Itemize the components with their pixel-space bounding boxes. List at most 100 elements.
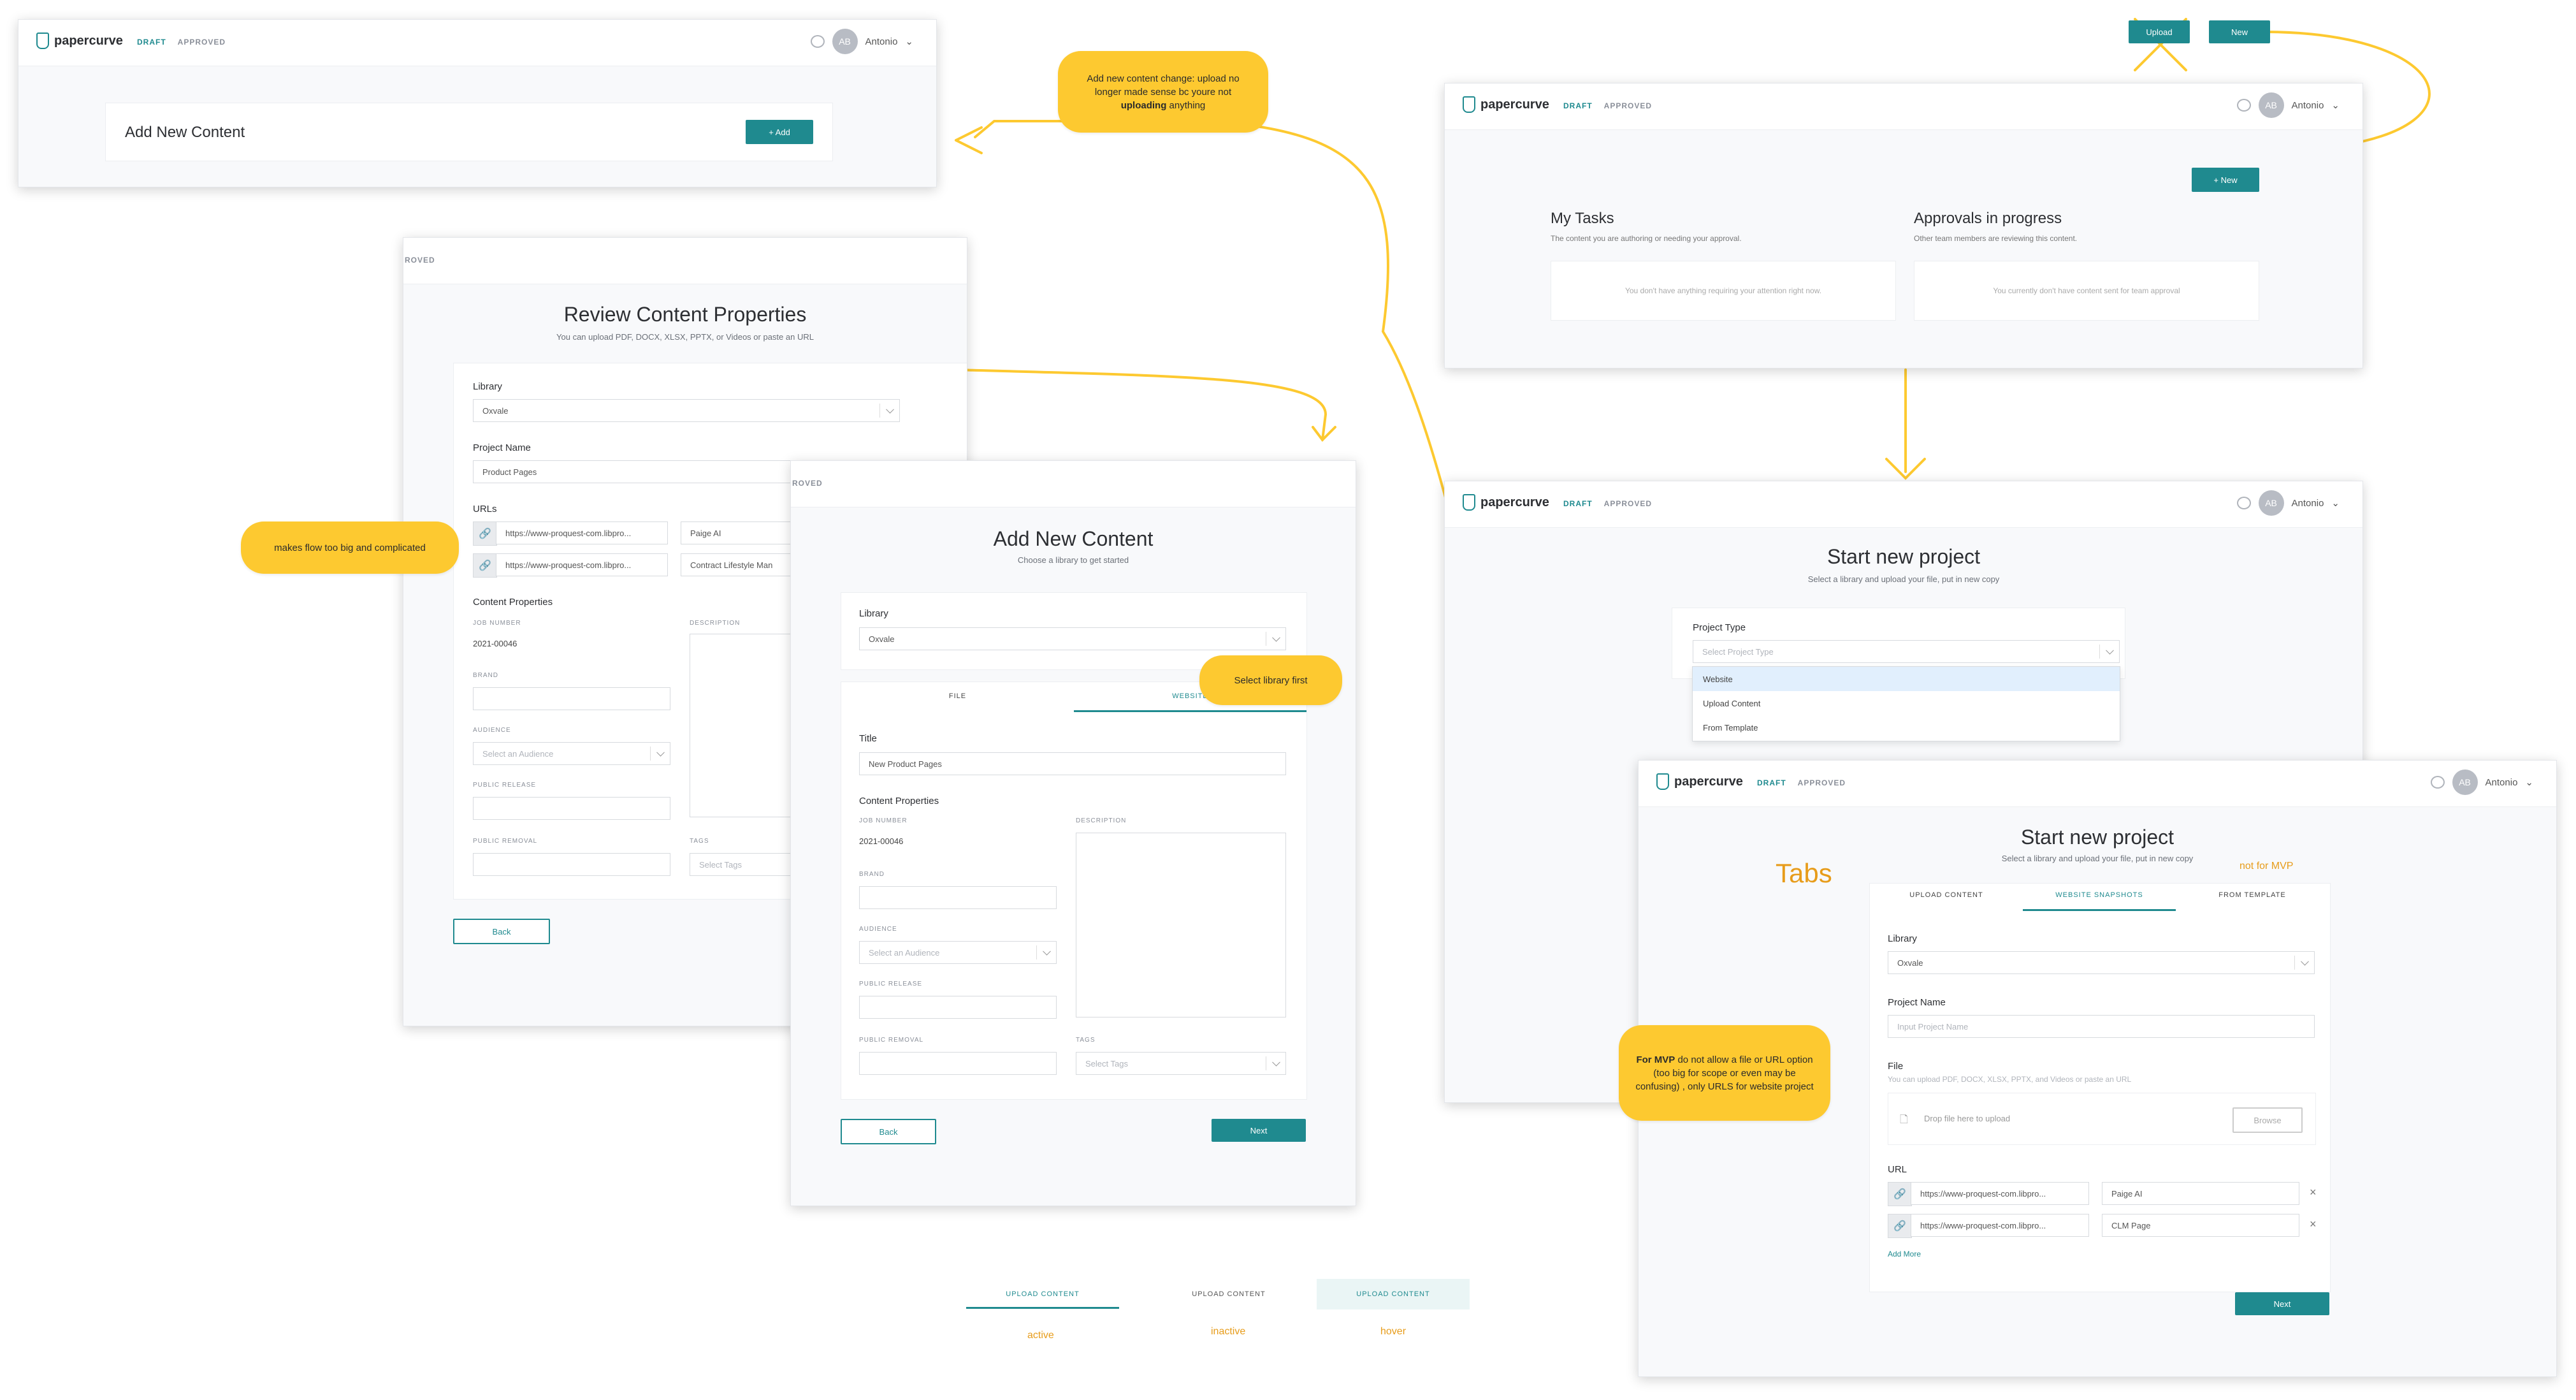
brand-input[interactable] [859, 886, 1057, 909]
tab-upload-content[interactable]: UPLOAD CONTENT [1909, 891, 1983, 899]
link-icon: 🔗 [1888, 1214, 1912, 1238]
logo-icon [1656, 773, 1669, 790]
project-type-select[interactable]: Select Project Type [1693, 640, 2120, 663]
browse-button[interactable]: Browse [2232, 1107, 2303, 1133]
nav-approved[interactable]: APPROVED [1797, 778, 1846, 787]
tags-label: TAGS [690, 838, 709, 845]
sticky-text-end: anything [1166, 99, 1206, 111]
tags-label: TAGS [1076, 1037, 1096, 1044]
option-website[interactable]: Website [1693, 667, 2120, 691]
sticky-bold: For MVP [1636, 1054, 1675, 1065]
next-button[interactable]: Next [2235, 1292, 2329, 1315]
chat-icon[interactable] [2236, 99, 2251, 112]
nav-draft[interactable]: DRAFT [137, 38, 166, 47]
project-name-label: Project Name [1888, 997, 1946, 1008]
option-from-template[interactable]: From Template [1703, 722, 1758, 733]
audience-select[interactable]: Select an Audience [473, 742, 670, 765]
tags-placeholder: Select Tags [699, 859, 742, 870]
audience-placeholder: Select an Audience [482, 748, 554, 759]
add-button[interactable]: + Add [746, 120, 813, 144]
tags-select[interactable]: Select Tags [690, 853, 804, 876]
chevron-down-icon [886, 405, 894, 414]
nav-approved[interactable]: APPROVED [177, 38, 226, 47]
library-select[interactable]: Oxvale [473, 399, 900, 422]
drop-text: Drop file here to upload [1924, 1114, 2011, 1123]
public-removal-input[interactable] [473, 853, 670, 876]
url-name-input[interactable]: Paige AI [2102, 1182, 2299, 1205]
public-removal-input[interactable] [859, 1052, 1057, 1075]
url-input[interactable]: https://www-proquest-com.libpro... [1911, 1182, 2089, 1205]
logo: papercurve [1463, 494, 1549, 511]
nav-draft[interactable]: DRAFT [1563, 101, 1593, 110]
logo-icon [1463, 96, 1475, 113]
annotation-inactive: inactive [1211, 1326, 1246, 1337]
project-name-value: Product Pages [482, 467, 537, 477]
chevron-down-icon: ⌄ [905, 36, 913, 47]
url-input[interactable]: https://www-proquest-com.libpro... [1911, 1214, 2089, 1237]
chevron-down-icon [656, 748, 665, 757]
back-button[interactable]: Back [453, 919, 550, 944]
audience-select[interactable]: Select an Audience [859, 941, 1057, 964]
file-label: File [1888, 1061, 1904, 1072]
nav-draft[interactable]: DRAFT [1563, 499, 1593, 508]
close-icon[interactable]: × [2310, 1218, 2317, 1230]
url-value: https://www-proquest-com.libpro... [1920, 1188, 2046, 1199]
nav-approved[interactable]: APPROVED [1603, 101, 1653, 110]
nav-approved[interactable]: APPROVED [1603, 499, 1653, 508]
url-input[interactable]: https://www-proquest-com.libpro... [496, 521, 668, 544]
close-icon[interactable]: × [2310, 1186, 2317, 1199]
chat-icon[interactable] [810, 35, 825, 48]
url-input[interactable]: https://www-proquest-com.libpro... [496, 553, 668, 576]
back-button[interactable]: Back [841, 1119, 936, 1144]
public-release-input[interactable] [473, 797, 670, 820]
audience-label: AUDIENCE [859, 926, 897, 933]
url-name: Paige AI [690, 528, 721, 538]
brand-input[interactable] [473, 687, 670, 710]
nav: DRAFT APPROVED [1563, 499, 1652, 508]
chat-icon[interactable] [2430, 776, 2445, 789]
avatar: AB [2452, 769, 2478, 795]
sticky-content-change: Add new content change: upload no longer… [1058, 51, 1268, 133]
my-tasks-heading: My Tasks [1551, 210, 1614, 227]
add-new-title: Add New Content [993, 527, 1154, 550]
tab-file[interactable]: FILE [948, 692, 967, 700]
description-label: DESCRIPTION [690, 620, 741, 627]
brand-label: BRAND [859, 871, 885, 878]
nav-draft[interactable]: DRAFT [1757, 778, 1786, 787]
tab-from-template[interactable]: FROM TEMPLATE [2218, 891, 2286, 899]
my-tasks-sub: The content you are authoring or needing… [1551, 234, 1742, 243]
tags-select[interactable]: Select Tags [1076, 1052, 1286, 1075]
next-button[interactable]: Next [1212, 1119, 1306, 1142]
library-select[interactable]: Oxvale [1888, 951, 2315, 974]
description-input[interactable] [1076, 833, 1286, 1017]
legend-tab-inactive: UPLOAD CONTENT [1192, 1290, 1266, 1298]
add-more-link[interactable]: Add More [1888, 1250, 1921, 1258]
drop-zone[interactable]: 🗋 Drop file here to upload Browse [1888, 1093, 2316, 1145]
url-name: Paige AI [2111, 1188, 2143, 1199]
tab-website[interactable]: WEBSITE [1074, 692, 1306, 712]
upload-button[interactable]: Upload [2129, 20, 2190, 43]
chevron-down-icon [1272, 633, 1280, 642]
approvals-heading: Approvals in progress [1914, 210, 2062, 227]
title-input[interactable]: New Product Pages [859, 752, 1286, 775]
chat-icon[interactable] [2236, 497, 2251, 509]
sticky-text: Add new content change: upload no longer… [1087, 73, 1240, 98]
tab-website-snapshots[interactable]: WEBSITE SNAPSHOTS [2023, 891, 2176, 911]
tags-placeholder: Select Tags [1085, 1058, 1128, 1068]
url-name-input[interactable]: CLM Page [2102, 1214, 2299, 1237]
option-upload-content[interactable]: Upload Content [1703, 698, 1761, 708]
new-button-top[interactable]: New [2209, 20, 2270, 43]
public-release-input[interactable] [859, 996, 1057, 1019]
project-name-input[interactable]: Input Project Name [1888, 1015, 2315, 1038]
library-label: Library [473, 381, 502, 392]
sticky-flow-too-big: makes flow too big and complicated [241, 521, 459, 574]
new-button[interactable]: + New [2192, 168, 2259, 192]
library-select[interactable]: Oxvale [859, 627, 1286, 650]
